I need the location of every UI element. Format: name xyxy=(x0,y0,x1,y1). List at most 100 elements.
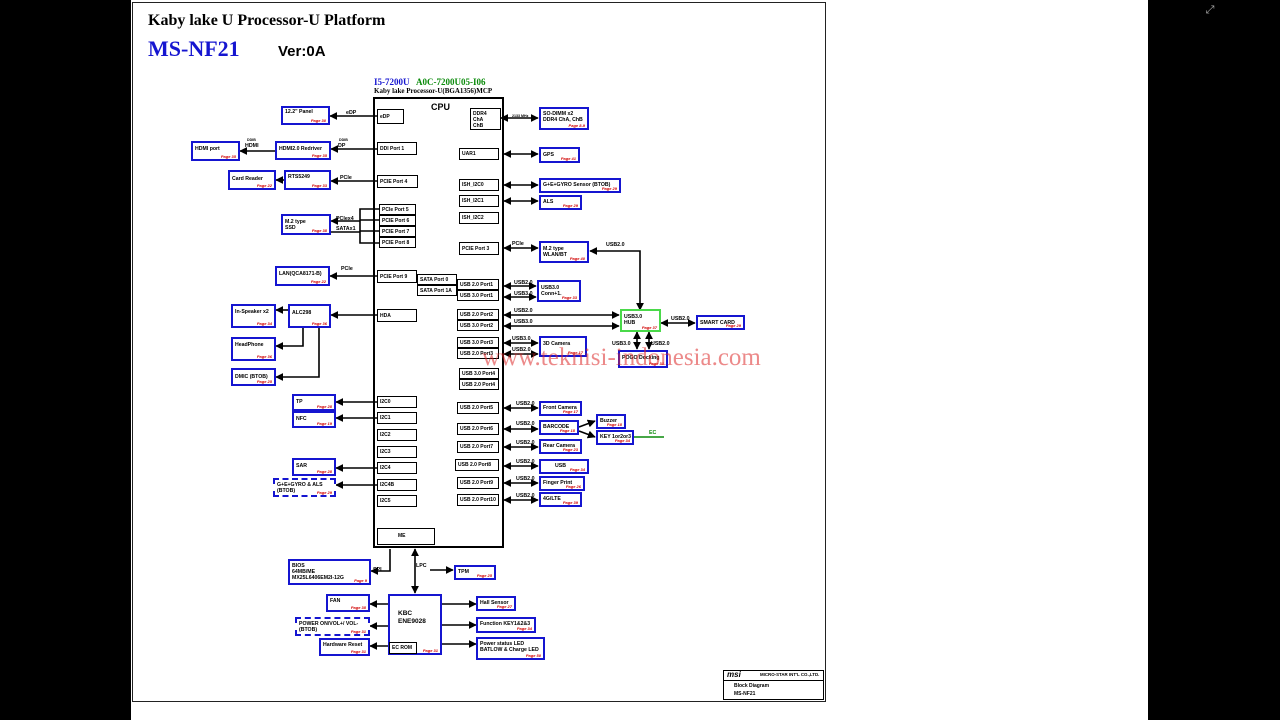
cpu-port-hda: HDA xyxy=(377,309,417,322)
bus-usb2-p7: USB2.0 xyxy=(516,440,535,446)
bus-mhz: 2133 MHz xyxy=(512,114,529,118)
cpu-port-usb3-4: USB 3.0 Port4 xyxy=(459,368,499,379)
cpu-port-usb2-8: USB 2.0 Port8 xyxy=(455,459,499,471)
model-name: MS-NF21 xyxy=(148,36,240,61)
device-ec-rom: EC ROM xyxy=(389,642,417,654)
version-label: Ver:0A xyxy=(278,43,326,60)
company-name: MICRO-STAR INT'L CO.,LTD. xyxy=(760,672,820,677)
cpu-port-sata0: SATA Port 0 xyxy=(417,274,457,285)
page-title: Kaby lake U Processor-U Platform xyxy=(148,12,386,29)
device-power-on: POWER ON/VOL+/ VOL- (BTOB)Page 31 xyxy=(295,617,370,636)
bus-pciex4: PCIex4 xyxy=(336,216,354,222)
cpu-port-pcie8: PCIE Port 8 xyxy=(379,237,416,248)
cpu-port-i2c4: I2C4 xyxy=(377,462,417,474)
cpu-port-ddr4: DDR4 ChA ChB xyxy=(470,108,501,130)
bus-usb2-p6: USB2.0 xyxy=(516,421,535,427)
device-usb3-conn: USB3.0 Conn+1.Page 33 xyxy=(537,280,581,302)
bus-dp: DP xyxy=(338,143,346,149)
cpu-port-ish-i2c1: ISH_I2C1 xyxy=(459,195,499,207)
cpu-port-pcie3: PCIE Port 3 xyxy=(459,242,499,255)
bus-hdmi: HDMI xyxy=(245,143,259,149)
bus-usb2-smart: USB2.0 xyxy=(671,316,690,322)
cpu-port-i2c4b: I2C4B xyxy=(377,479,417,491)
title-block: msi MICRO-STAR INT'L CO.,LTD. Block Diag… xyxy=(723,670,824,700)
bus-usb2-p9: USB2.0 xyxy=(516,476,535,482)
bus-pcie-3: PCIe xyxy=(512,241,524,247)
bus-lpc: LPC xyxy=(416,563,427,569)
cpu-port-i2c0: I2C0 xyxy=(377,396,417,408)
cpu-port-usb3-1: USB 3.0 Port1 xyxy=(457,290,499,301)
cpu-port-usb2-1: USB 2.0 Port1 xyxy=(457,279,499,290)
cpu-desc: Kaby lake Processor-U(BGA1356)MCP xyxy=(374,87,493,95)
bus-usb3-p1: USB3.0 xyxy=(514,291,533,297)
device-dmic: DMIC (BTOB)Page 25 xyxy=(231,368,276,386)
cpu-port-ish-i2c2: ISH_I2C2 xyxy=(459,212,499,224)
cpu-port-me: ME xyxy=(377,528,435,545)
expand-icon[interactable]: ⤢ xyxy=(1205,4,1215,16)
cpu-port-pcie6: PCIE Port 6 xyxy=(379,215,416,226)
cpu-port-usb2-3: USB 2.0 Port3 xyxy=(457,348,499,359)
msi-logo: msi xyxy=(727,670,741,679)
cpu-port-usb2-4: USB 2.0 Port4 xyxy=(459,379,499,390)
bus-ec: EC xyxy=(649,430,657,436)
bus-sataxl: SATAx1 xyxy=(336,226,356,232)
bus-usb2-p10: USB2.0 xyxy=(516,493,535,499)
bus-pcie-1: PCIe xyxy=(340,175,352,181)
bus-usb2-wlan: USB2.0 xyxy=(606,242,625,248)
bus-ddib-2: DDIB xyxy=(339,138,348,142)
doc-title: Block Diagram xyxy=(734,683,770,689)
bus-edp: eDP xyxy=(346,110,357,116)
bus-usb2-pogo: USB2.0 xyxy=(651,341,670,347)
cpu-port-ddi1: DDI Port 1 xyxy=(377,142,417,155)
device-gyro-als: G+E+GYRO & ALS (BTOB)Page 29 xyxy=(273,478,336,497)
cpu-port-pcie9: PCIE Port 9 xyxy=(377,270,417,283)
bus-usb2-p2: USB2.0 xyxy=(514,308,533,314)
watermark: www.teknisi-indonesia.com xyxy=(482,344,761,371)
cpu-port-i2c2: I2C2 xyxy=(377,429,417,441)
bus-usb3-pogo: USB3.0 xyxy=(612,341,631,347)
bus-usb3-p3: USB3.0 xyxy=(512,336,531,342)
schematic-frame xyxy=(132,2,826,702)
bus-pcie-2: PCIe xyxy=(341,266,353,272)
cpu-port-usb2-7: USB 2.0 Port7 xyxy=(457,441,499,453)
cpu-port-usb3-2: USB 3.0 Port2 xyxy=(457,320,499,331)
bus-spi: SPI xyxy=(373,567,382,573)
cpu-port-uar1: UAR1 xyxy=(459,148,499,160)
bus-usb2-p5: USB2.0 xyxy=(516,401,535,407)
cpu-port-usb2-2: USB 2.0 Port2 xyxy=(457,309,499,320)
cpu-part: I5-7200U xyxy=(374,77,410,87)
bus-ddib-1: DDIB xyxy=(247,138,256,142)
cpu-label: CPU xyxy=(431,102,451,112)
